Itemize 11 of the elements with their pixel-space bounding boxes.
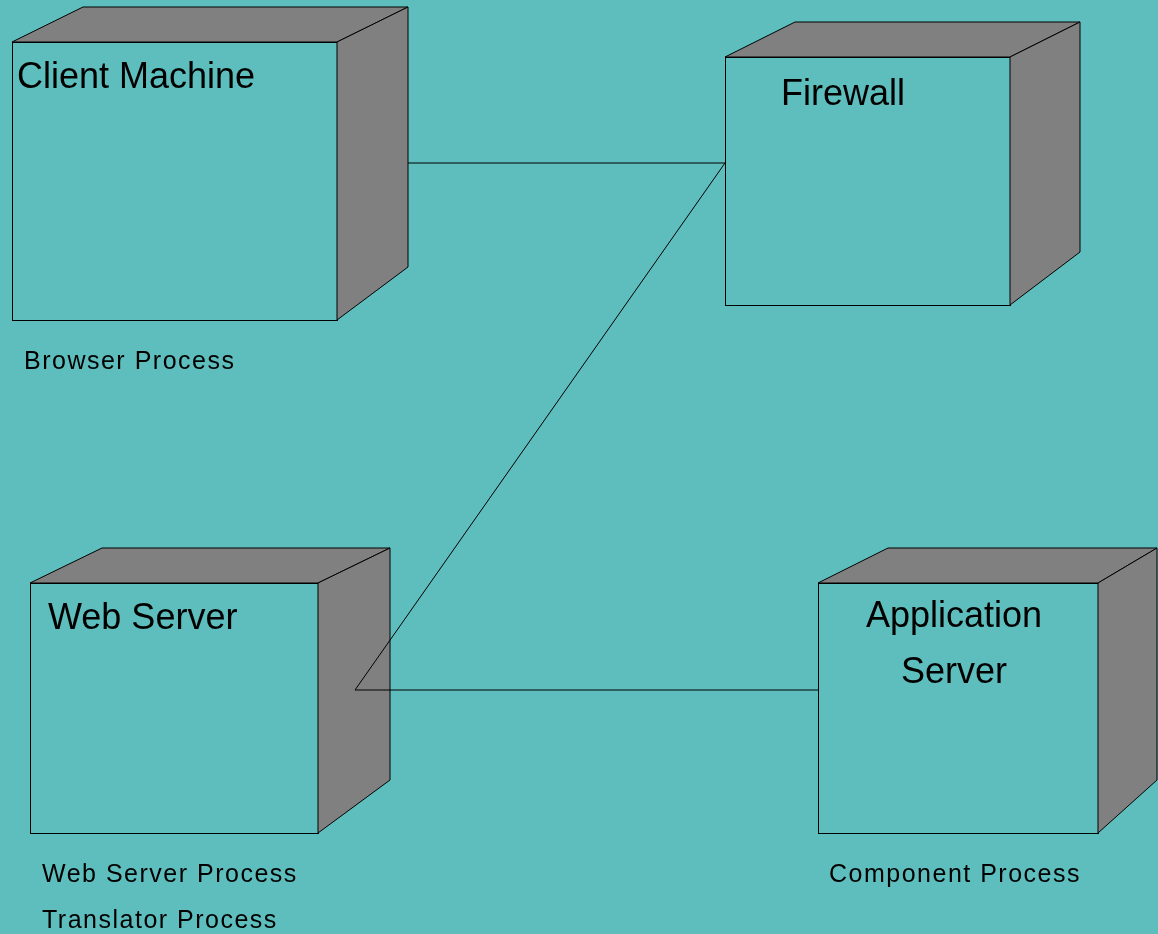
process-label: Translator Process: [42, 904, 278, 934]
connector-line: [354, 689, 819, 691]
node-title: Application Server: [864, 593, 1044, 693]
node-title: Web Server: [48, 595, 239, 639]
process-label: Browser Process: [24, 345, 236, 376]
process-label: Component Process: [829, 858, 1081, 889]
node-title: Firewall: [781, 71, 906, 115]
process-label: Web Server Process: [42, 858, 298, 889]
node-title: Client Machine: [17, 54, 257, 98]
connector-line: [407, 162, 726, 164]
connector-line: [354, 162, 726, 691]
